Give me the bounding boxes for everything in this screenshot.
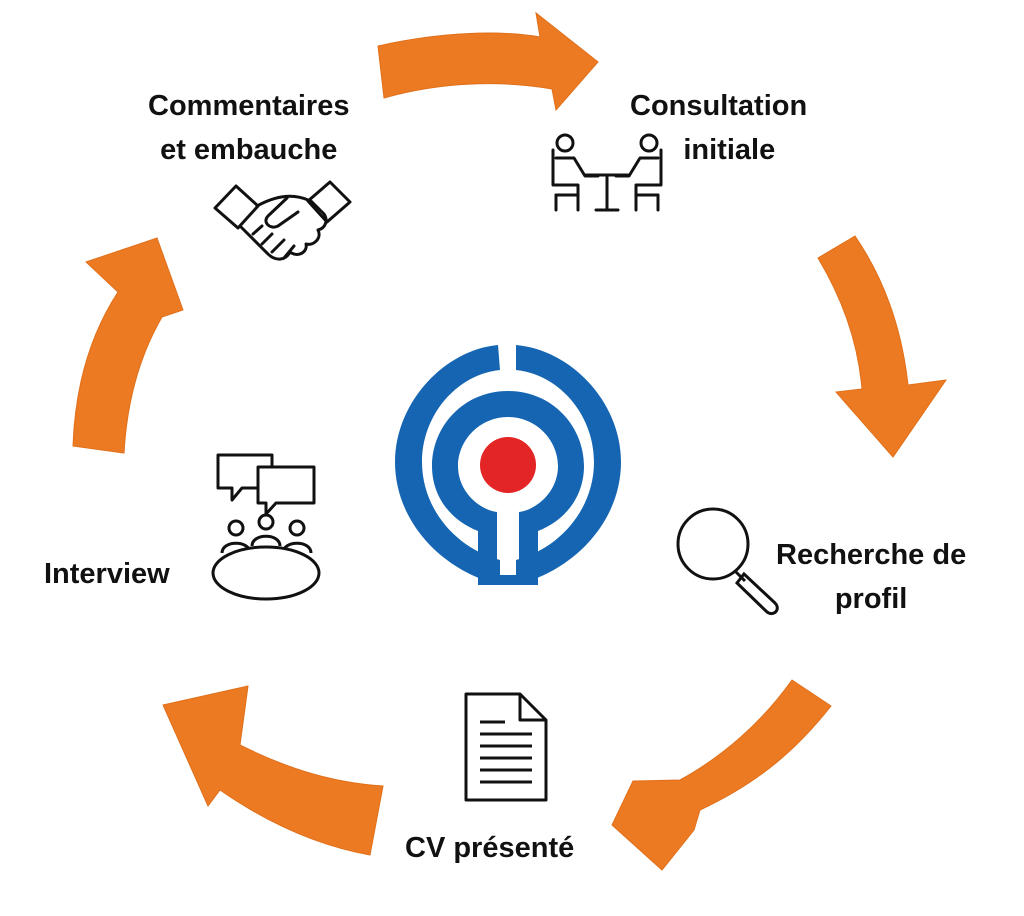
step-label-commentaires: Commentaires et embauche xyxy=(148,90,350,166)
arrow-bottom-left xyxy=(162,685,384,856)
meeting-table-icon xyxy=(551,133,663,212)
arrow-left xyxy=(72,237,184,454)
arrow-right xyxy=(817,235,948,458)
step-label-cv: CV présenté xyxy=(405,832,575,864)
step-label-interview: Interview xyxy=(44,558,170,590)
arrow-bottom-right xyxy=(611,679,832,871)
cycle-arrows xyxy=(72,11,948,871)
group-discussion-icon xyxy=(211,453,321,601)
document-icon xyxy=(464,692,548,802)
magnifier-icon xyxy=(676,507,779,616)
handshake-icon xyxy=(213,180,352,261)
step-label-recherche: Recherche de profil xyxy=(776,539,967,615)
target-logo-icon xyxy=(395,345,621,585)
arrow-top xyxy=(377,11,599,112)
step-label-consultation: Consultation initiale xyxy=(630,90,808,166)
